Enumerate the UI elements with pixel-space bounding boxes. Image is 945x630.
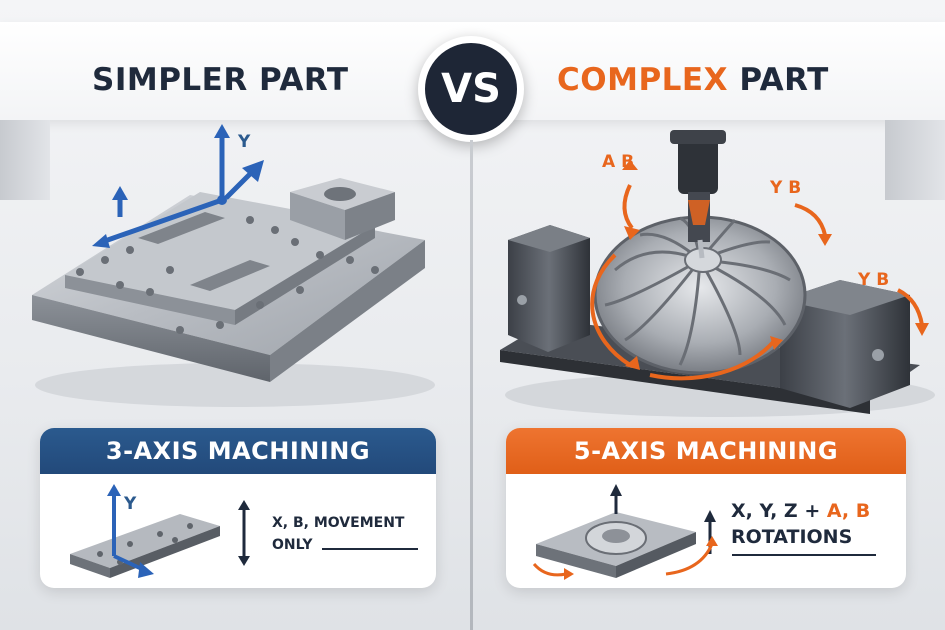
vs-badge: VS — [418, 36, 524, 142]
five-axis-underline — [732, 554, 876, 556]
small-y-axis-label: Y — [124, 494, 137, 514]
part-word: PART — [739, 62, 829, 98]
five-axis-desc-accent: A, B — [826, 500, 871, 522]
small-trunnion-graphic — [532, 484, 718, 580]
five-axis-desc-line2: ROTATIONS — [731, 526, 853, 548]
five-axis-card-body: X, Y, Z + A, B ROTATIONS — [506, 474, 906, 588]
complex-part-illustration: A B Y B Y B — [490, 130, 940, 430]
plate-part-graphic — [32, 124, 435, 407]
five-axis-desc-main: X, Y, Z + — [731, 500, 827, 522]
y-axis-label: Y — [238, 132, 251, 152]
simple-part-illustration: Y — [20, 120, 460, 420]
three-axis-desc-line1: X, B, MOVEMENT — [272, 515, 405, 531]
three-axis-desc-line2: ONLY — [272, 537, 313, 553]
center-divider — [470, 140, 473, 630]
three-axis-card-body: Y X, B, MOVEMENT ONLY — [40, 474, 436, 588]
complex-word: COMPLEX — [557, 62, 729, 98]
three-axis-description: X, B, MOVEMENT ONLY — [272, 512, 404, 556]
machine-pillar-left — [0, 120, 50, 200]
small-plate-graphic — [70, 484, 250, 578]
five-axis-card-title: 5-AXIS MACHINING — [506, 428, 906, 474]
yb-rotation-label-top: Y B — [770, 178, 802, 198]
five-axis-desc-line1: X, Y, Z + A, B — [731, 498, 870, 524]
machine-pillar-right — [885, 120, 945, 200]
simpler-part-title: SIMPLER PART — [92, 62, 349, 98]
five-axis-card: 5-AXIS MACHINING — [506, 428, 906, 588]
yb-rotation-label-right: Y B — [858, 270, 890, 290]
three-axis-card: 3-AXIS MACHINING — [40, 428, 436, 588]
ab-rotation-label: A B — [602, 152, 635, 172]
complex-part-title: COMPLEX PART — [557, 62, 829, 98]
impeller-trunnion-graphic — [500, 130, 935, 417]
three-axis-underline — [322, 548, 418, 550]
three-axis-card-title: 3-AXIS MACHINING — [40, 428, 436, 474]
five-axis-description: X, Y, Z + A, B ROTATIONS — [731, 498, 870, 550]
